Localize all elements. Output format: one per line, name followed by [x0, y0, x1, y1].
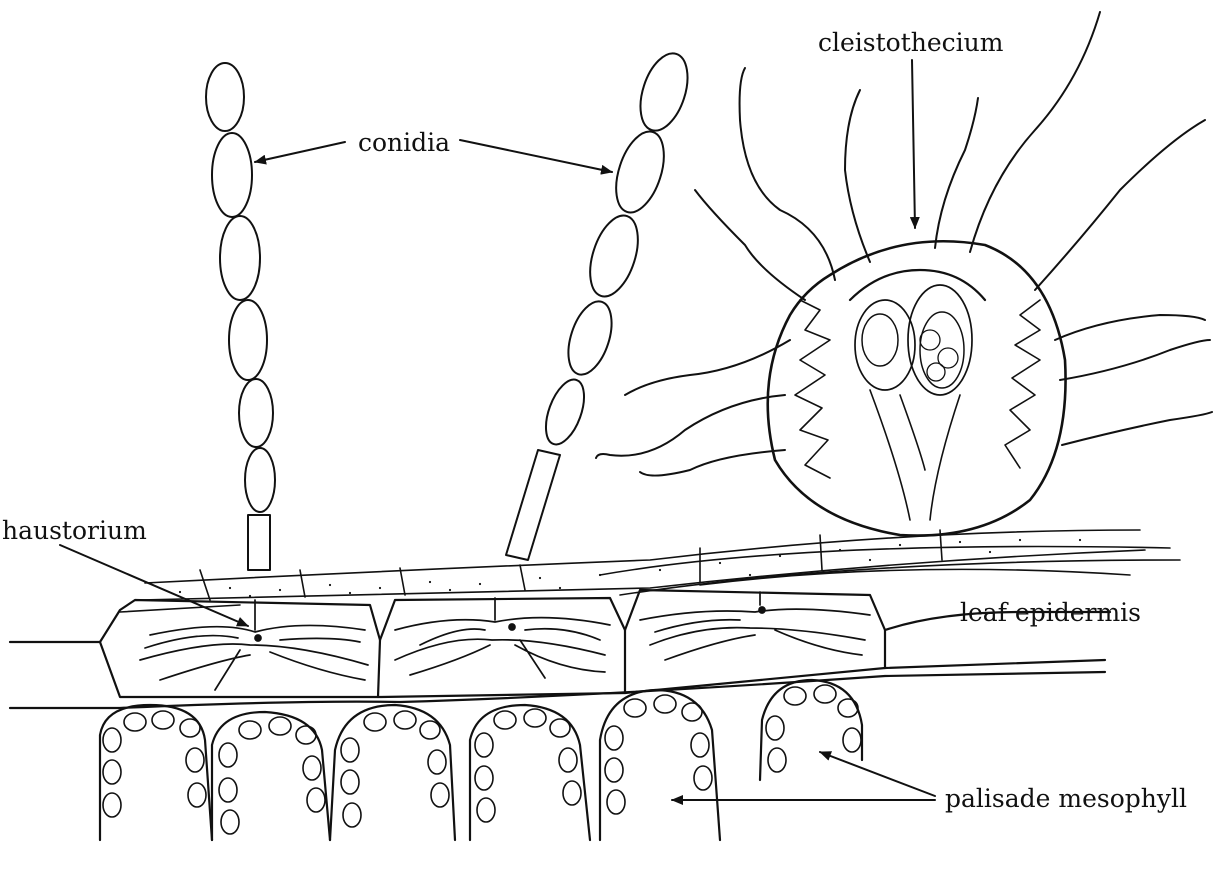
label-haustorium: haustorium [2, 518, 147, 543]
label-leaf-epidermis: leaf epidermis [960, 600, 1141, 625]
label-cleistothecium: cleistothecium [818, 30, 1003, 55]
label-arrows [60, 60, 935, 800]
epidermis-cells [10, 590, 1110, 708]
conidial-chain-left [206, 63, 275, 570]
haustoria [140, 592, 870, 690]
label-palisade-mesophyll: palisade mesophyll [945, 786, 1187, 811]
chloroplasts [103, 685, 861, 834]
label-conidia: conidia [358, 130, 450, 155]
cleistothecium-body [768, 241, 1066, 535]
conidial-chain-right [506, 47, 696, 560]
